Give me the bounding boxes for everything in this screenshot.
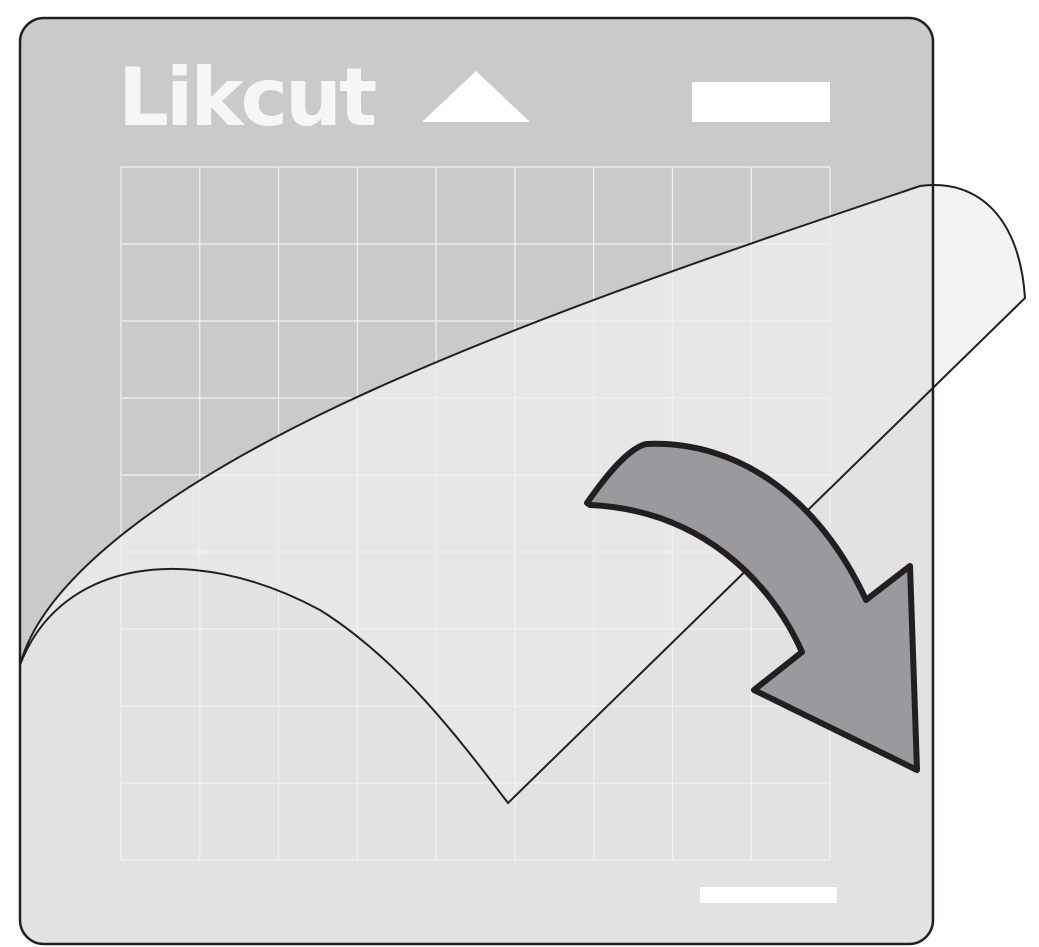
top-label-bar [692,82,830,122]
bottom-label-bar [700,887,837,903]
brand-logo: Likcut [118,51,376,144]
